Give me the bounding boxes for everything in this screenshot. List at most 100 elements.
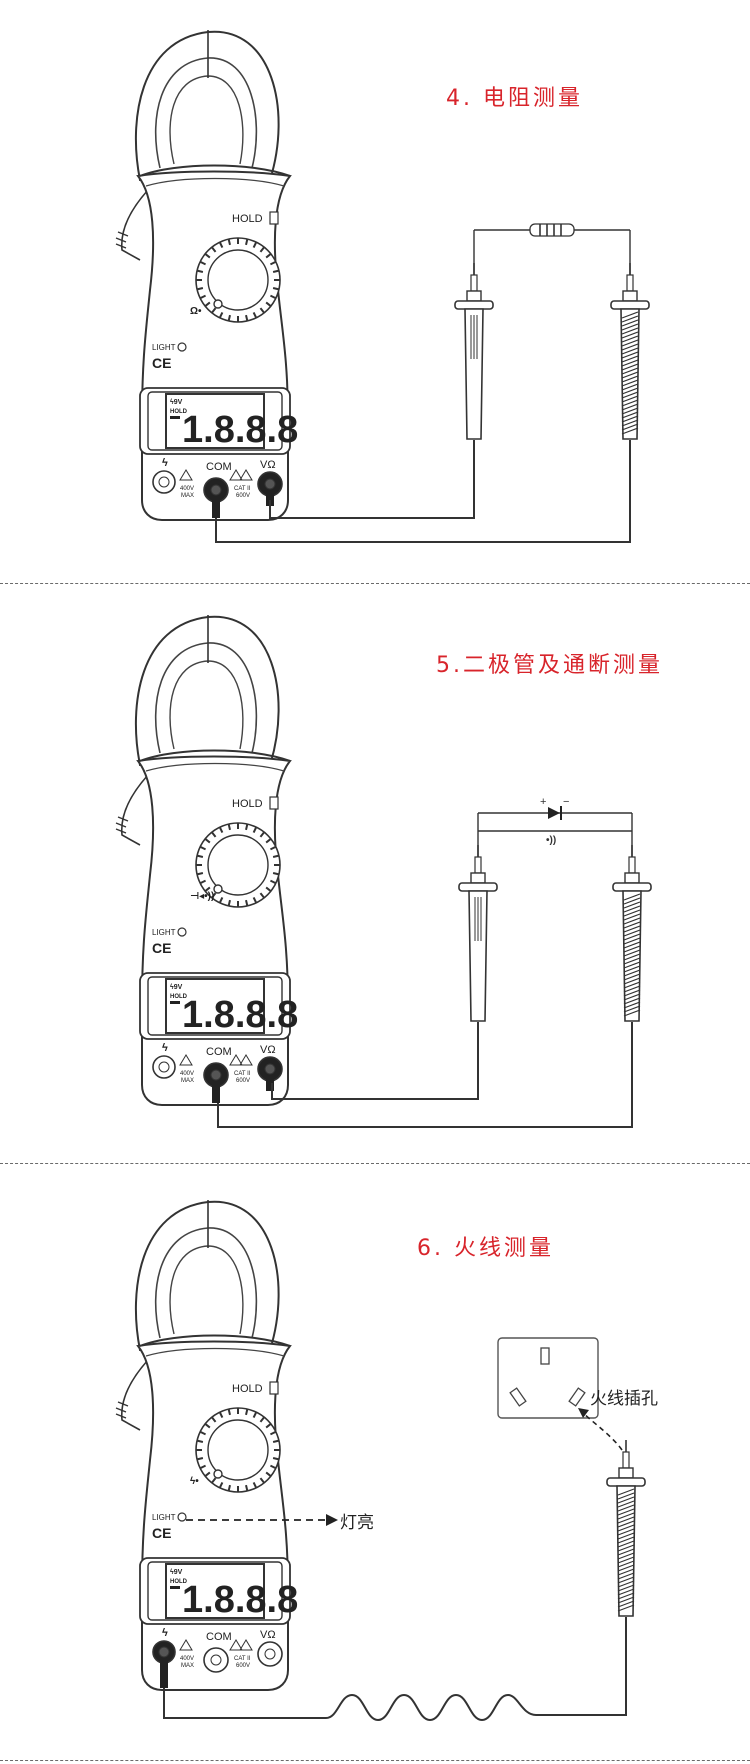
light-button[interactable] [177,342,187,352]
warning-icon [179,1639,193,1651]
rating-right-2: 600V [236,1663,250,1669]
dial-tick [218,1482,224,1489]
mode-symbol: ϟ• [190,1476,199,1487]
section-title: 4. 电阻测量 [446,86,583,111]
probe-guard [458,882,498,892]
probe-hatch [623,929,641,937]
live-wire-diagram: HOLDϟ•LIGHTCEϟ9VHOLD1.8.8.8ϟ400VMAXCOMCA… [115,1200,646,1722]
trigger-lever[interactable] [120,774,149,846]
probe-hatch [617,1564,635,1572]
probe-collar [470,872,486,884]
probe-hatch [621,403,639,411]
diode-plus-label: + [540,796,546,808]
v-ohm-jack-inner [264,1648,276,1660]
probe-handle [464,308,484,440]
probe-hatch [617,1556,635,1564]
probe-hatch [623,989,641,997]
dial-tick [272,287,280,291]
probe-hatch [623,1009,641,1017]
hold-button[interactable] [269,1381,279,1395]
probe-collar [624,872,640,884]
probe-hatch [617,1496,635,1504]
hold-button[interactable] [269,796,279,810]
dial-tick [245,238,249,246]
probe-guard [454,300,494,310]
probe-hatch [617,1552,635,1560]
light-label: LIGHT [152,1513,176,1522]
probe-hatch [623,897,641,905]
dial-tick [196,854,204,858]
probe-hatch [621,423,639,431]
dial-tick [204,838,211,844]
probe-red[interactable] [612,845,652,1022]
probe-hatch [623,993,641,1001]
probe-hatch [617,1488,635,1496]
probe-hatch [621,383,639,391]
warning-icon [179,1054,193,1066]
meter-collar-edge [145,762,285,772]
probe-black[interactable] [458,845,498,1022]
dial-tick [265,253,272,259]
probe-hatch [621,391,639,399]
probe-hatch [621,411,639,419]
probe-neck [622,1451,630,1469]
dial-tick [270,879,277,885]
rating-right-2: 600V [236,493,250,499]
probe-hatch [623,961,641,969]
hold-label: HOLD [232,213,263,225]
meter-collar [139,749,291,762]
ncv-jack-inner [158,1646,170,1658]
section-divider [0,1163,750,1164]
probe-hatch [623,949,641,957]
com-plug [212,498,220,518]
probe-red[interactable] [610,263,650,440]
probe-hatch [617,1584,635,1592]
warning-icon [229,1054,243,1066]
rotary-dial-knob[interactable] [207,249,269,311]
trigger-lever[interactable] [120,189,149,261]
trigger-lever[interactable] [120,1359,149,1431]
com-jack-inner [210,484,222,496]
lcd-digits: 1.8.8.8 [182,409,298,451]
probe-hatch [623,977,641,985]
light-button[interactable] [177,1512,187,1522]
dial-tick [259,307,265,314]
probe-red[interactable] [606,1440,646,1617]
wall-socket [497,1337,599,1419]
dial-tick [196,287,204,291]
hold-button[interactable] [269,211,279,225]
test-lead-wavy [163,1617,627,1722]
warning-icon [239,1639,253,1651]
rating-right-2: 600V [236,1078,250,1084]
dial-tick [199,1430,206,1436]
probe-hatch [623,969,641,977]
probe-hatch [617,1544,635,1552]
rotary-dial-knob[interactable] [207,834,269,896]
probe-hatch [623,945,641,953]
dial-tick [211,1477,217,1484]
rating-right-1: CAT II [234,1071,251,1077]
ce-mark: CE [152,940,171,956]
probe-hatch [617,1560,635,1568]
dial-tick [265,886,272,892]
probe-hatch [621,327,639,335]
probe-collar [466,290,482,302]
dial-tick [204,1423,211,1429]
probe-hatch [621,343,639,351]
warning-icon [239,469,253,481]
probe-hatch [623,909,641,917]
dial-tick [270,260,277,266]
dial-tick [252,826,258,833]
probe-hatch [623,901,641,909]
lcd-flag-hold: HOLD [170,1579,188,1585]
dial-tick [227,899,231,907]
probe-hatch [621,387,639,395]
probe-neck [628,856,636,874]
probe-black[interactable] [454,263,494,440]
dial-tick [204,301,211,307]
rotary-dial-knob[interactable] [207,1419,269,1481]
light-button[interactable] [177,927,187,937]
probe-hatch [621,427,639,435]
